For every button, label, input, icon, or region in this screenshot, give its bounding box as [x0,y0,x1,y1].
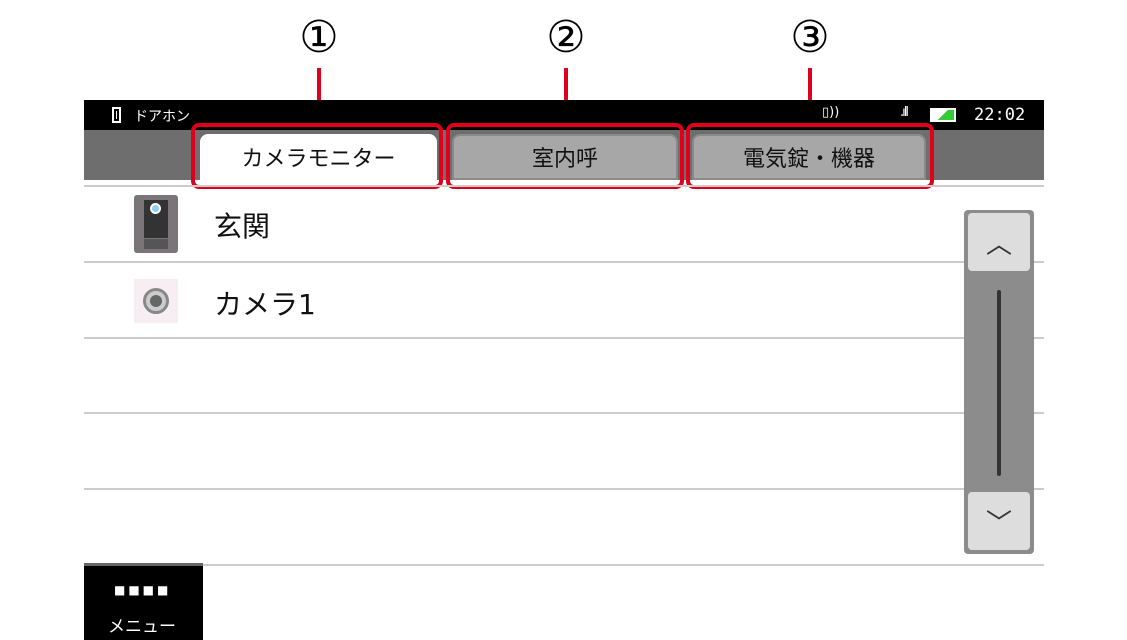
menu-label: メニュー [108,617,176,637]
clock: 22:02 [974,105,1026,125]
scroll-up-button[interactable]: ︿ [968,213,1030,271]
callout-line [564,68,568,126]
signal-icon: .ıll [900,105,909,120]
scroll-down-button[interactable]: ﹀ [968,492,1030,550]
tab-camera-monitor[interactable]: カメラモニター [200,134,437,180]
list-item[interactable]: 玄関 [84,187,954,261]
list-item[interactable]: カメラ1 [84,263,954,337]
tab-electric-lock[interactable]: 電気錠・機器 [692,134,926,180]
door-sound-icon: ▯)) [822,105,840,120]
callout-2: ② [546,12,586,63]
chevron-down-icon: ﹀ [985,508,1012,539]
scroll-track[interactable] [997,290,1001,476]
divider [84,337,1044,339]
divider [84,488,1044,490]
app-name: ドアホン [134,109,190,125]
divider [84,185,1044,187]
callout-line [808,68,812,126]
divider [84,412,1044,414]
doorbell-camera-icon [134,195,178,253]
callout-line [317,68,321,126]
highlight-box-1 [191,123,443,189]
divider [84,261,1044,263]
tab-indoor-call[interactable]: 室内呼 [452,134,678,180]
callout-1: ① [299,12,339,63]
battery-charging-icon [930,108,956,122]
tab-label: 電気錠・機器 [742,147,875,172]
menu-dots-icon: ■■■■ [114,583,172,597]
chevron-up-icon: ︿ [985,229,1012,260]
tab-label: 室内呼 [531,147,598,172]
list-item-label: 玄関 [214,210,271,243]
highlight-box-3 [686,123,934,189]
highlight-box-2 [446,123,684,189]
menu-button[interactable]: ■■■■ メニュー [84,563,203,640]
intercom-icon [112,107,121,123]
callout-3: ③ [790,12,830,63]
divider [84,564,1044,566]
list-item-label: カメラ1 [214,288,316,321]
security-camera-icon [134,279,178,323]
tab-label: カメラモニター [241,147,396,172]
